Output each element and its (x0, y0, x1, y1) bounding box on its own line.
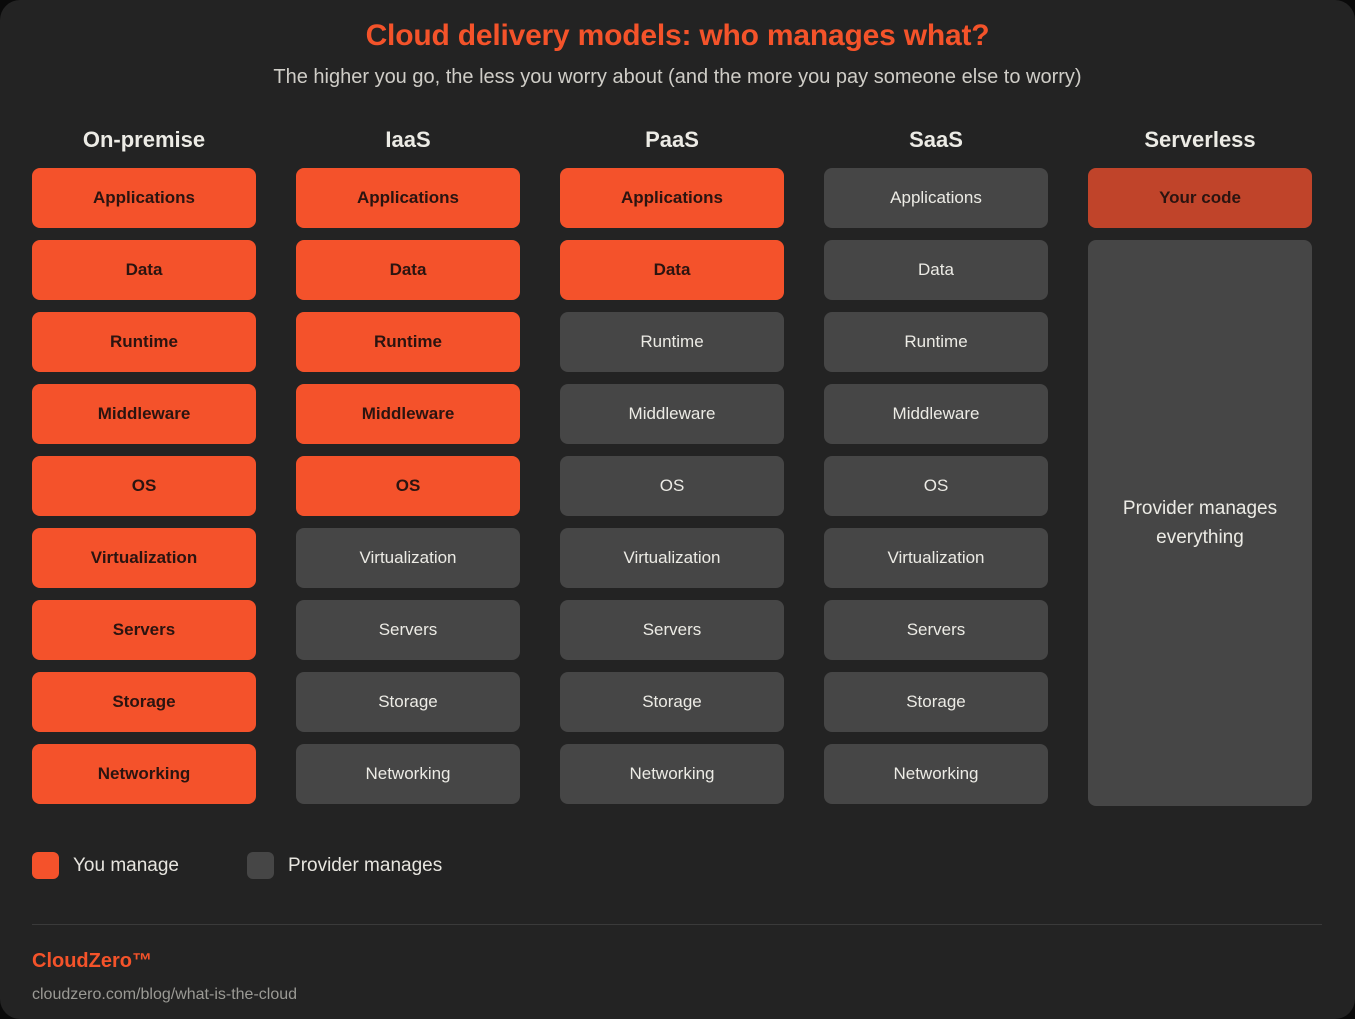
layer-box: Virtualization (296, 528, 520, 588)
page-subtitle: The higher you go, the less you worry ab… (273, 66, 1082, 88)
column-header: On-premise (82, 127, 206, 152)
layer-box: Runtime (824, 312, 1048, 372)
column-header: SaaS (909, 127, 963, 152)
layer-box: Data (32, 240, 256, 300)
layer-box: Applications (296, 168, 520, 228)
layer-box: Data (296, 240, 520, 300)
column-header: PaaS (645, 127, 699, 152)
layer-box: Virtualization (560, 528, 784, 588)
layer-box: Servers (296, 600, 520, 660)
layer-box: Servers (32, 600, 256, 660)
layer-box: Storage (296, 672, 520, 732)
layer-box: Virtualization (824, 528, 1048, 588)
legend-label: Provider manages (288, 854, 443, 876)
layer-box: Applications (32, 168, 256, 228)
layer-box: Data (824, 240, 1048, 300)
legend-label: You manage (73, 854, 180, 876)
layer-box: Runtime (32, 312, 256, 372)
legend-item: Provider manages (247, 852, 442, 879)
layer-box: OS (32, 456, 256, 516)
legend-swatch-icon (247, 852, 275, 879)
layer-box: Storage (32, 672, 256, 732)
layer-box: Middleware (560, 384, 784, 444)
column-header: IaaS (385, 127, 431, 152)
legend: You manage Provider manages (32, 852, 442, 879)
layer-box: Networking (560, 744, 784, 804)
source-url[interactable]: cloudzero.com/blog/what-is-the-cloud (32, 986, 298, 1003)
layer-box: Your code (1088, 168, 1312, 228)
layer-box: Middleware (824, 384, 1048, 444)
layer-box: Networking (32, 744, 256, 804)
layer-box: Applications (824, 168, 1048, 228)
layer-box: OS (824, 456, 1048, 516)
legend-item: You manage (32, 852, 179, 879)
layer-box: Middleware (32, 384, 256, 444)
layer-box: Middleware (296, 384, 520, 444)
brand-name: CloudZero™ (32, 950, 152, 972)
layer-box: Runtime (296, 312, 520, 372)
footer-divider (32, 924, 1322, 925)
layer-box: Storage (560, 672, 784, 732)
layer-box: Runtime (560, 312, 784, 372)
layer-box: Servers (560, 600, 784, 660)
layer-box: Networking (296, 744, 520, 804)
layer-box: OS (296, 456, 520, 516)
layer-stack: Your code (1088, 168, 1312, 228)
provider-managed-panel: Provider manages everything (1088, 240, 1312, 806)
layer-box: Virtualization (32, 528, 256, 588)
column-header: Serverless (1144, 127, 1256, 152)
layer-box: Applications (560, 168, 784, 228)
layer-box: Networking (824, 744, 1048, 804)
layer-box: Storage (824, 672, 1048, 732)
layer-box: Data (560, 240, 784, 300)
page-title: Cloud delivery models: who manages what? (365, 19, 990, 52)
layer-box: OS (560, 456, 784, 516)
legend-swatch-icon (32, 852, 59, 879)
layer-box: Servers (824, 600, 1048, 660)
